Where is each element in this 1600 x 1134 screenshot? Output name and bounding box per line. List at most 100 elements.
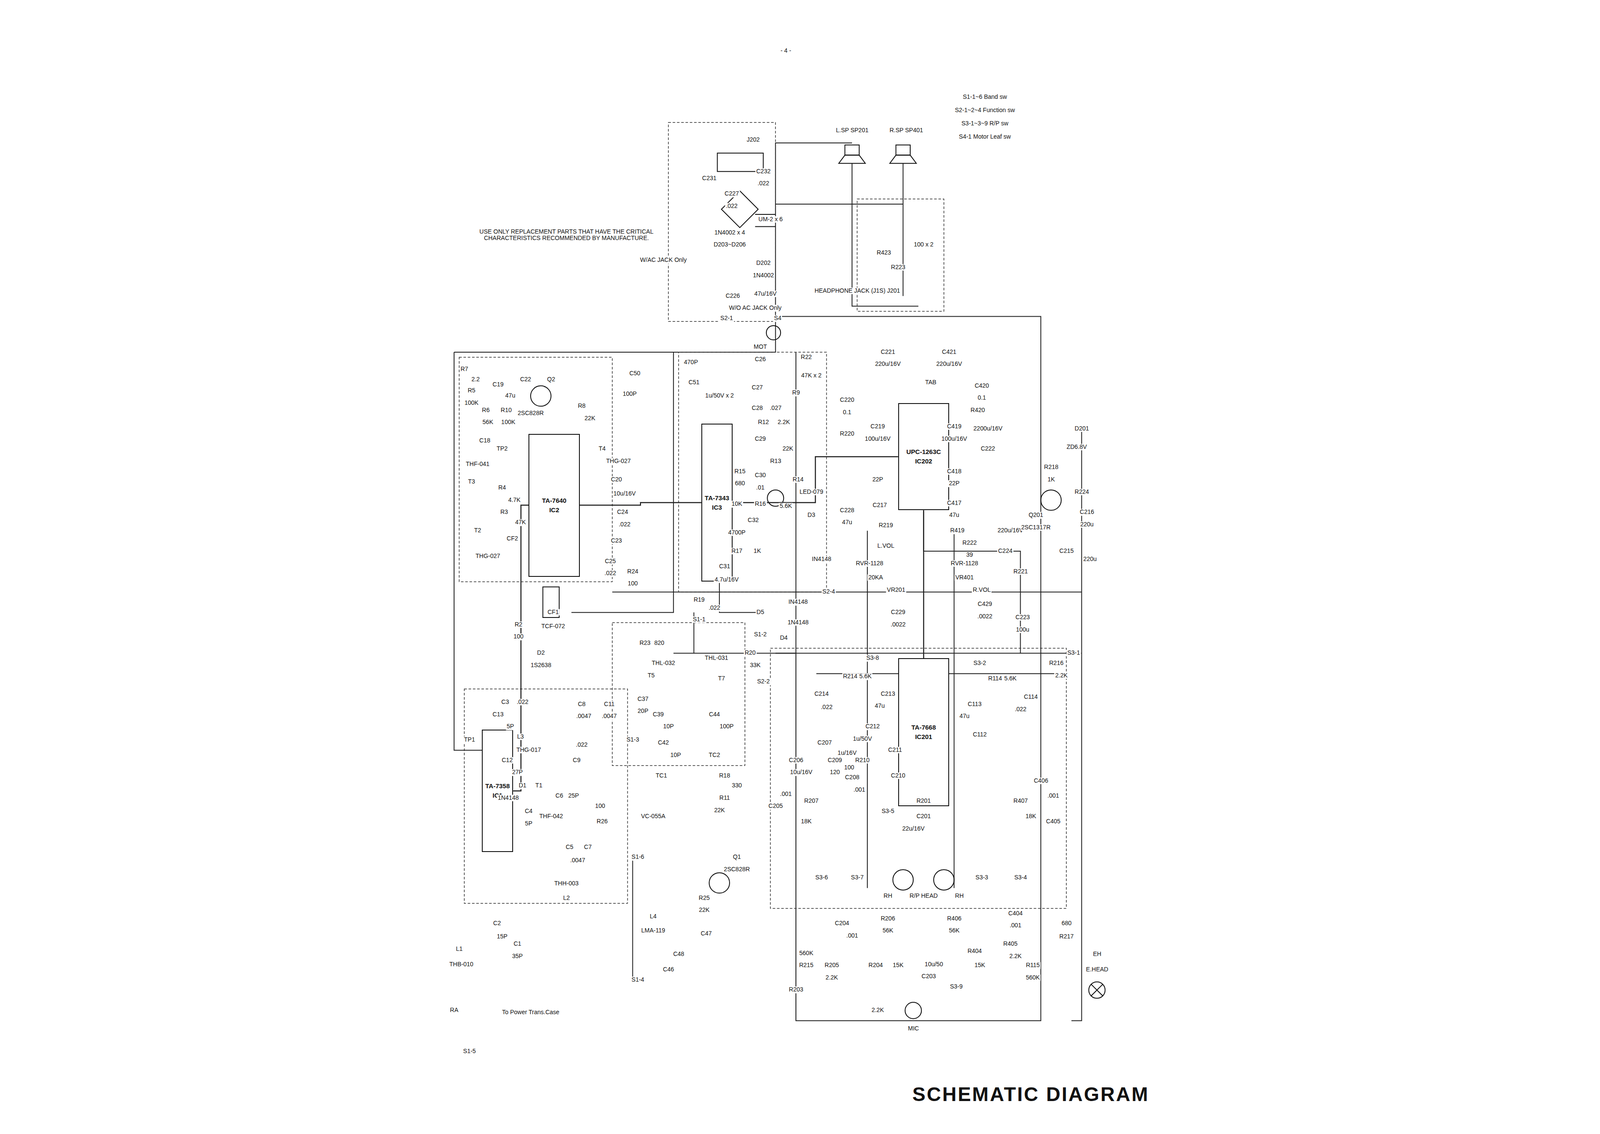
part-label: 1K — [1046, 476, 1056, 483]
part-label: R223 — [890, 264, 906, 271]
part-label: 2.2K — [870, 1006, 885, 1014]
part-label: C7 — [583, 843, 593, 851]
part-label: C216 — [1078, 509, 1095, 516]
part-label: THG-027 — [474, 552, 502, 560]
part-label: R/P HEAD — [908, 892, 939, 900]
part-label: C406 — [1033, 777, 1049, 784]
part-label: R24 — [626, 568, 640, 575]
part-label: 15P — [495, 933, 509, 941]
part-label: TC1 — [654, 772, 668, 779]
part-label: C6 — [554, 792, 565, 800]
part-label: R201 — [915, 798, 932, 805]
ic-label: TA-7343 — [704, 493, 730, 503]
part-label: C47 — [700, 930, 713, 938]
part-label: C405 — [1045, 818, 1062, 825]
ic-label: TA-7358 — [485, 781, 510, 791]
part-label: TCF-072 — [540, 623, 566, 630]
part-label: 47K — [514, 519, 527, 526]
part-label: R207 — [803, 798, 820, 805]
part-label: R.SP SP401 — [888, 127, 924, 134]
part-label: C421 — [941, 348, 957, 356]
part-label: R420 — [969, 406, 986, 414]
part-label: C3 — [500, 698, 511, 706]
part-label: LED-079 — [798, 488, 824, 496]
part-label: S1-5 — [462, 1047, 477, 1055]
part-label: C404 — [1007, 910, 1024, 917]
part-label: MIC — [907, 1025, 921, 1032]
part-label: 22K — [697, 907, 711, 914]
part-label: R6 — [480, 406, 491, 414]
part-label: W/AC JACK Only — [639, 256, 688, 264]
part-label: S1-3 — [625, 736, 641, 743]
part-label: C227 — [723, 190, 740, 197]
part-label: C12 — [501, 756, 514, 764]
part-label: T4 — [597, 445, 607, 453]
part-label: R26 — [595, 818, 609, 825]
part-label: C20 — [610, 476, 624, 483]
part-label: C419 — [946, 423, 962, 430]
part-label: 22P — [871, 476, 885, 483]
part-label: .022 — [707, 605, 722, 612]
part-label: 560K — [1024, 974, 1041, 981]
part-label: .001 — [852, 786, 867, 793]
ic-label: IC201 — [914, 732, 933, 742]
part-label: 220u/16V — [874, 361, 902, 368]
part-label: C214 — [813, 690, 830, 698]
part-label: 120 — [828, 769, 841, 776]
part-label: 220u — [1082, 555, 1098, 563]
ic-label: UPC-1263C — [906, 447, 942, 457]
part-label: .027 — [768, 404, 783, 412]
part-label: THF-042 — [538, 813, 564, 820]
part-label: C232 — [755, 168, 772, 175]
part-label: 20P — [636, 708, 650, 715]
part-label: IN4148 — [810, 555, 832, 563]
ic-box: TA-7640IC2 — [528, 433, 580, 577]
part-label: 5.6K — [778, 502, 793, 510]
part-label: C208 — [844, 774, 861, 781]
part-label: C42 — [656, 739, 670, 747]
part-label: R.VOL — [971, 586, 992, 594]
part-label: C220 — [839, 396, 855, 404]
part-label: 15K — [891, 962, 905, 969]
part-label: .0047 — [600, 713, 618, 720]
part-label: TAB — [924, 379, 938, 386]
part-label: .022 — [515, 698, 529, 706]
part-label: C204 — [834, 920, 850, 927]
part-label: R114 — [987, 675, 1003, 682]
part-label: R203 — [788, 986, 805, 994]
part-label: R12 — [756, 419, 770, 426]
part-label: C224 — [997, 547, 1013, 555]
part-label: 10P — [662, 723, 675, 730]
ic-box: UPC-1263CIC202 — [898, 403, 950, 511]
part-label: D2 — [536, 650, 546, 657]
part-label: 220u/16V — [996, 527, 1025, 534]
part-label: C229 — [890, 608, 906, 616]
part-label: C418 — [946, 468, 962, 475]
part-label: D4 — [779, 634, 789, 642]
part-label: C39 — [651, 711, 665, 718]
part-label: 22K — [583, 415, 597, 422]
part-label: 10u/16V — [789, 769, 814, 776]
part-label: .022 — [724, 202, 739, 210]
part-label: 680 — [733, 480, 746, 487]
part-label: R5 — [466, 387, 477, 395]
part-label: UM-2 x 6 — [757, 216, 784, 223]
part-label: RA — [449, 1006, 460, 1014]
part-label: 22K — [781, 445, 795, 453]
part-label: 1N4148 — [496, 794, 520, 802]
part-label: C417 — [946, 499, 962, 507]
part-label: R16 — [753, 500, 767, 508]
part-label: C19 — [491, 381, 505, 388]
part-label: 56K — [481, 419, 495, 426]
part-label: C205 — [767, 802, 784, 810]
part-label: C207 — [816, 739, 833, 747]
diagram-title: SCHEMATIC DIAGRAM — [912, 1082, 1150, 1106]
part-label: C23 — [610, 537, 624, 544]
part-label: THG-017 — [515, 746, 543, 754]
part-label: R222 — [961, 539, 978, 547]
part-label: 33K — [748, 661, 762, 669]
part-label: T3 — [467, 478, 476, 485]
part-label: C215 — [1058, 547, 1075, 555]
ic-label: IC2 — [549, 505, 559, 515]
part-label: S3-2 — [972, 660, 988, 667]
